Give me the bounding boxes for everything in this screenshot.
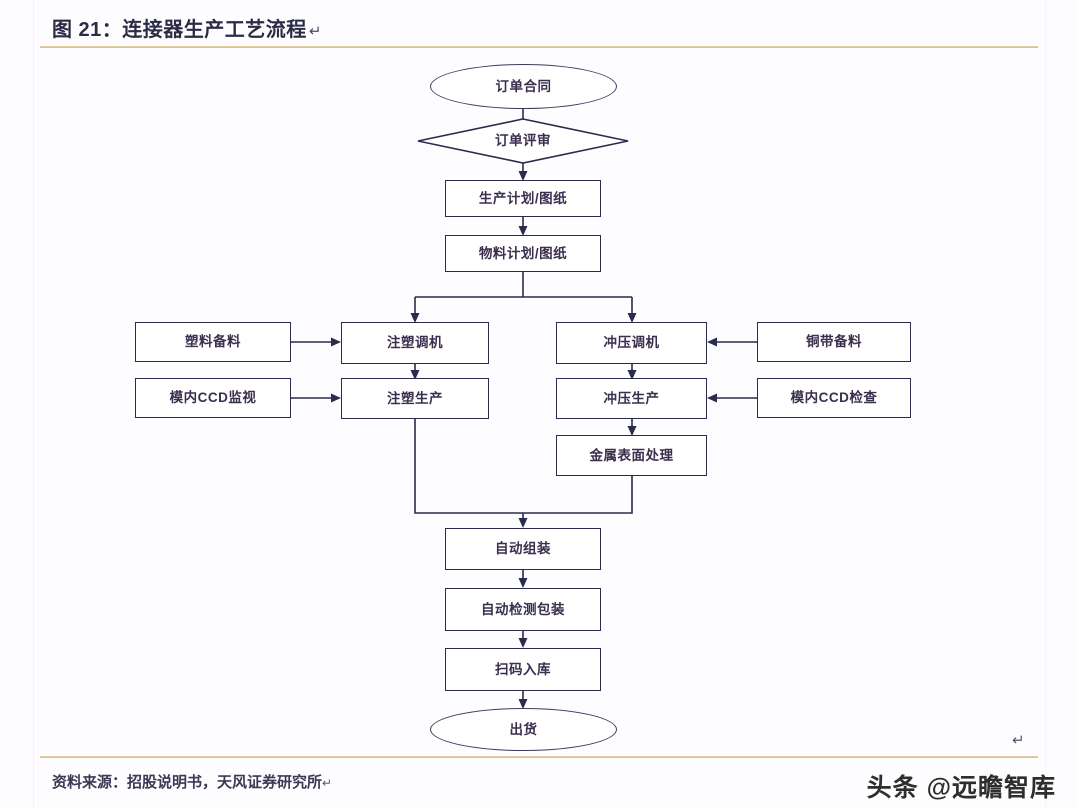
node-production-plan[interactable]: 生产计划/图纸: [445, 180, 601, 217]
title-return-mark: ↵: [308, 23, 322, 40]
node-label: 物料计划/图纸: [478, 245, 568, 261]
node-copper-prep[interactable]: 铜带备料: [757, 322, 911, 362]
node-label: 注塑生产: [387, 390, 443, 406]
header-divider: [40, 46, 1038, 48]
source-note: 资料来源：招股说明书，天风证券研究所↵: [52, 771, 332, 792]
footer-divider: [40, 756, 1038, 758]
page-edge-right: [1045, 0, 1046, 808]
node-auto-assembly[interactable]: 自动组装: [445, 528, 601, 570]
paragraph-return-mark: ↵: [1012, 732, 1025, 749]
node-material-plan[interactable]: 物料计划/图纸: [445, 235, 601, 272]
node-label: 扫码入库: [495, 661, 551, 677]
node-metal-surface-treatment[interactable]: 金属表面处理: [556, 435, 707, 476]
node-order-contract[interactable]: 订单合同: [430, 64, 617, 109]
node-stamping-setup[interactable]: 冲压调机: [556, 322, 707, 364]
source-text: 资料来源：招股说明书，天风证券研究所: [52, 774, 323, 791]
watermark: 头条 @远瞻智库: [866, 774, 1056, 802]
node-ccd-monitor[interactable]: 模内CCD监视: [135, 378, 291, 418]
page-edge-left: [33, 0, 34, 808]
node-label: 金属表面处理: [589, 447, 674, 463]
node-label: 塑料备料: [185, 334, 241, 350]
node-injection-setup[interactable]: 注塑调机: [341, 322, 489, 364]
node-label: 订单评审: [495, 133, 551, 149]
node-label: 冲压生产: [603, 390, 660, 406]
node-stamping-production[interactable]: 冲压生产: [556, 378, 707, 419]
node-label: 铜带备料: [806, 334, 862, 350]
source-return-mark: ↵: [322, 776, 333, 790]
node-label: 自动组装: [495, 541, 551, 557]
node-ccd-inspection[interactable]: 模内CCD检查: [757, 378, 911, 418]
node-order-review[interactable]: 订单评审: [448, 129, 598, 153]
page-title: 图 21：连接器生产工艺流程↵: [52, 13, 322, 42]
node-label: 出货: [509, 721, 538, 737]
node-shipment[interactable]: 出货: [430, 708, 617, 751]
node-auto-test-packaging[interactable]: 自动检测包装: [445, 588, 601, 631]
node-injection-production[interactable]: 注塑生产: [341, 378, 489, 419]
figure-title-text: 图 21：连接器生产工艺流程: [52, 19, 307, 41]
node-label: 模内CCD监视: [169, 390, 257, 406]
node-label: 冲压调机: [603, 335, 660, 351]
node-label: 生产计划/图纸: [478, 190, 568, 206]
node-label: 注塑调机: [387, 335, 443, 351]
node-label: 自动检测包装: [481, 601, 565, 617]
node-scan-warehouse[interactable]: 扫码入库: [445, 648, 601, 691]
node-label: 订单合同: [495, 78, 552, 94]
node-plastic-prep[interactable]: 塑料备料: [135, 322, 291, 362]
node-label: 模内CCD检查: [790, 390, 878, 406]
